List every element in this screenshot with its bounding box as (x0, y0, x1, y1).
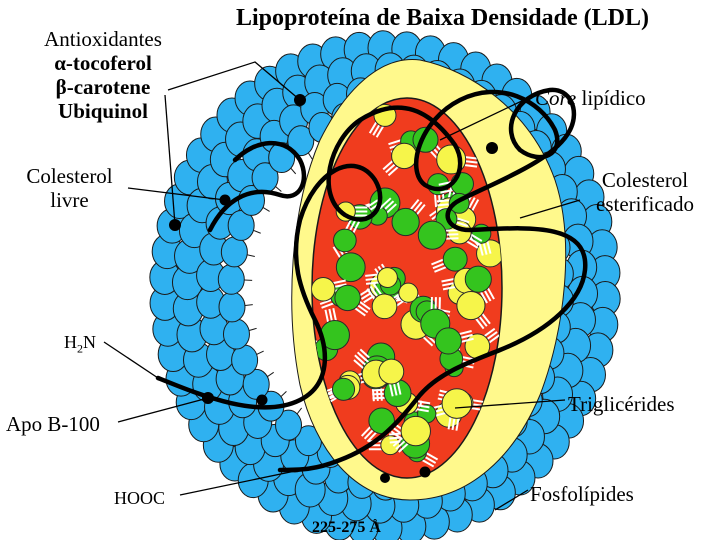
ubiquinol-label: Ubiquinol (18, 99, 188, 123)
phospholipids-label: Fosfolípides (530, 482, 634, 506)
triglyceride-molecule (435, 328, 461, 354)
apo-b100-label: Apo B-100 (6, 412, 100, 436)
lipid-core-label: Core lipídico (535, 86, 646, 110)
hooc-terminus-label: HOOC (114, 486, 165, 510)
phospholipid-head (219, 292, 245, 322)
esterified-cholesterol-molecule (442, 389, 472, 419)
leader-h2n (104, 342, 158, 378)
free-cholesterol-line1: Colesterol (12, 164, 127, 188)
antioxidants-label: Antioxidantes α-tocoferol β-carotene Ubi… (18, 27, 188, 123)
antioxidants-heading: Antioxidantes (18, 27, 188, 51)
antioxidant-dot (380, 473, 390, 483)
triglyceride-molecule (443, 247, 467, 271)
free-cholesterol-line2: livre (12, 188, 127, 212)
antioxidant-dot (169, 219, 181, 231)
triglyceride-molecule (392, 208, 419, 235)
phospholipid-head (223, 319, 249, 349)
beta-carotene-label: β-carotene (18, 75, 188, 99)
lipid-core-italic: Core (535, 86, 576, 110)
antioxidant-dot (202, 392, 214, 404)
esterified-cholesterol-molecule (378, 268, 398, 288)
triglyceride-molecule (335, 285, 360, 310)
triglycerides-label: Triglicérides (568, 392, 675, 416)
antioxidant-dot (420, 467, 431, 478)
triglyceride-molecule (336, 253, 365, 282)
phospholipid-head (232, 345, 258, 375)
phospholipid-head (218, 264, 244, 294)
particle-size-label: 225-275 Å (312, 516, 381, 540)
lipid-core-rest: lipídico (576, 86, 645, 110)
h2n-n: N (83, 332, 96, 352)
antioxidant-dot (486, 142, 498, 154)
triglyceride-molecule (332, 378, 354, 400)
esterified-cholesterol-line1: Colesterol (575, 168, 715, 192)
triglyceride-molecule (334, 229, 357, 252)
triglyceride-molecule (418, 221, 446, 249)
diagram-title: Lipoproteína de Baixa Densidade (LDL) (236, 6, 649, 30)
esterified-cholesterol-molecule (399, 283, 418, 302)
triglyceride-molecule (465, 266, 491, 292)
esterified-cholesterol-molecule (392, 143, 417, 168)
esterified-cholesterol-molecule (311, 278, 335, 302)
alpha-tocopherol-label: α-tocoferol (18, 51, 188, 75)
antioxidant-dot (220, 195, 231, 206)
free-cholesterol-label: Colesterol livre (12, 164, 127, 212)
h2n-h: H (64, 332, 77, 352)
esterified-cholesterol-molecule (401, 416, 430, 445)
antioxidant-dot (294, 94, 306, 106)
esterified-cholesterol-line2: esterificado (575, 192, 715, 216)
esterified-cholesterol-molecule (379, 359, 404, 384)
esterified-cholesterol-molecule (457, 291, 485, 319)
phospholipid-head (221, 237, 247, 267)
esterified-cholesterol-label: Colesterol esterificado (575, 168, 715, 216)
h2n-terminus-label: H2N (64, 330, 96, 361)
antioxidant-dot (257, 395, 268, 406)
esterified-cholesterol-molecule (372, 294, 397, 319)
